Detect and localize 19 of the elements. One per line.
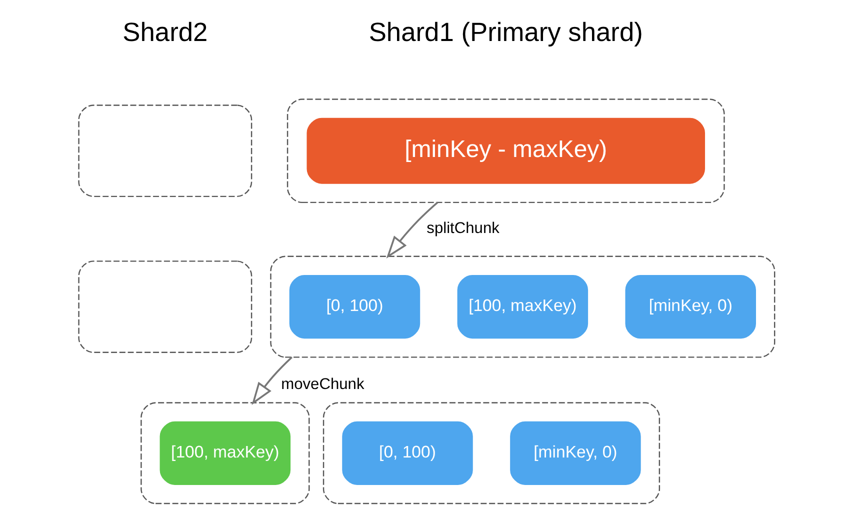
node-box: [100, maxKey) [457,275,588,339]
node-box [78,104,252,198]
label: Shard1 (Primary shard) [368,17,643,48]
node-box: [minKey - maxKey) [306,118,706,184]
node-box [78,260,252,353]
arrow [252,356,293,405]
node-box: [0, 100) [342,421,473,485]
node-box: [100, maxKey) [160,421,291,485]
node-box: [minKey, 0) [510,421,641,485]
edge-label: splitChunk [426,220,500,237]
cluster [322,402,660,504]
node-box: [0, 100) [289,275,420,339]
edge-label: moveChunk [281,376,364,393]
arrow [386,202,438,259]
cluster [270,256,776,358]
cluster [140,402,310,504]
label: Shard2 [122,17,208,48]
node-box: [minKey, 0) [625,275,756,339]
cluster [286,98,725,204]
